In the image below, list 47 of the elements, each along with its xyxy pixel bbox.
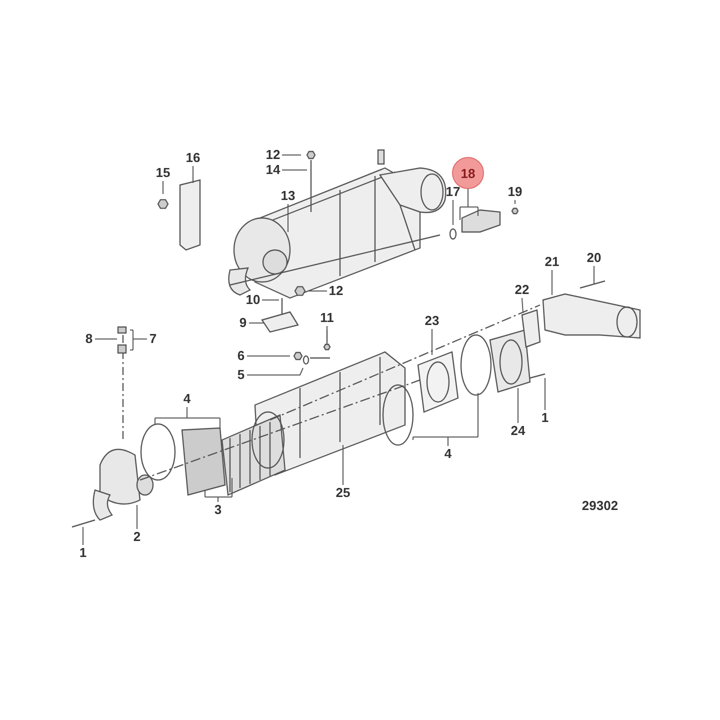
leader-line: [248, 322, 264, 324]
callout-number: 12: [266, 148, 280, 162]
callout-number: 12: [328, 284, 344, 298]
leader-line: [452, 200, 454, 226]
callout-number: 25: [336, 486, 350, 500]
leader-line: [308, 290, 328, 292]
callout-number: 24: [510, 424, 526, 438]
callout-number: 2: [133, 530, 141, 544]
leader-line: [204, 478, 232, 502]
callout-number: 1: [79, 546, 87, 560]
callout-number: 7: [149, 332, 157, 346]
callout-number: 13: [280, 189, 296, 203]
callout-number: 10: [246, 293, 260, 307]
leader-line: [82, 526, 84, 546]
callout-number: 8: [85, 332, 93, 346]
callout-number: 20: [586, 251, 602, 265]
callout-number: 4: [183, 392, 191, 406]
leader-line: [522, 298, 524, 314]
callout-number: 19: [508, 185, 522, 199]
leader-line: [460, 188, 478, 220]
leader-line: [130, 330, 148, 350]
callout-number: 16: [186, 151, 200, 165]
leader-line: [192, 166, 194, 184]
leader-line: [154, 406, 220, 430]
callout-number: 3: [214, 503, 222, 517]
leader-line: [326, 326, 328, 338]
leader-line: [412, 392, 478, 446]
callout-number: 22: [514, 283, 530, 297]
callout-number: 6: [237, 349, 245, 363]
leader-line: [342, 444, 344, 486]
callout-number: 21: [544, 255, 560, 269]
leader-line: [94, 338, 118, 340]
leader-line: [136, 504, 138, 530]
callout-number: 14: [266, 163, 280, 177]
leader-line: [514, 200, 516, 204]
callout-number: 9: [239, 316, 247, 330]
callout-number: 1: [541, 411, 549, 425]
drawing-number: 29302: [582, 499, 618, 513]
leader-line: [246, 368, 304, 376]
leader-line: [282, 154, 302, 156]
callout-number: 23: [424, 314, 440, 328]
callout-number: 4: [444, 447, 452, 461]
leader-line: [544, 378, 546, 410]
leader-line: [162, 180, 164, 194]
callout-number: 5: [237, 368, 245, 382]
callout-number: 15: [156, 166, 170, 180]
callout-number: 11: [320, 311, 334, 325]
